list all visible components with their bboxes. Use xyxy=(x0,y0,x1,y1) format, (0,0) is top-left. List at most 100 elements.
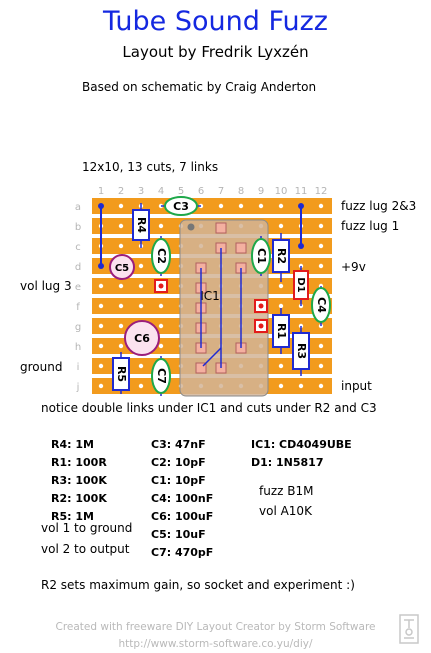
footer-url[interactable]: http://www.storm-software.co.yu/diy/ xyxy=(118,638,313,650)
strip-hole xyxy=(118,303,124,309)
notice-text: notice double links under IC1 and cuts u… xyxy=(41,401,377,415)
c3-label: C3 xyxy=(173,200,189,213)
capacitor-c4: C4 xyxy=(311,286,331,326)
capacitor-c3: C3 xyxy=(161,196,201,216)
strip-hole xyxy=(318,223,324,229)
col-label: 5 xyxy=(178,186,184,197)
strip-hole xyxy=(98,303,104,309)
row-label: d xyxy=(75,262,81,273)
part-item: C2: 10pF xyxy=(151,456,206,469)
strip-hole xyxy=(98,343,104,349)
c4-label: C4 xyxy=(315,297,328,313)
part-item: R4: 1M xyxy=(51,438,94,451)
strip-hole xyxy=(278,383,284,389)
label-input: input xyxy=(341,379,372,393)
strip-hole xyxy=(158,303,164,309)
strip-hole xyxy=(118,283,124,289)
capacitor-c6: C6 xyxy=(124,320,160,356)
part-item: fuzz B1M xyxy=(259,484,314,498)
board-info: 12x10, 13 cuts, 7 links xyxy=(82,160,219,174)
strip-hole xyxy=(158,343,164,349)
label-plus9v: +9v xyxy=(341,260,366,274)
volume-notes: vol 1 to ground vol 2 to output xyxy=(41,518,132,560)
pot-list: fuzz B1M vol A10K xyxy=(259,481,313,521)
semiconductor-list: IC1: CD4049UBE D1: 1N5817 xyxy=(251,436,352,472)
strip-hole xyxy=(118,203,124,209)
col-label: 4 xyxy=(158,186,164,197)
part-item: C1: 10pF xyxy=(151,474,206,487)
strip-hole xyxy=(318,243,324,249)
capacitor-c5: C5 xyxy=(109,254,135,280)
label-fuzz-lug-23: fuzz lug 2&3 xyxy=(341,199,417,213)
strip-hole xyxy=(98,383,104,389)
strip-hole xyxy=(138,303,144,309)
credit-text: Based on schematic by Craig Anderton xyxy=(82,80,317,94)
strip-hole xyxy=(278,303,284,309)
capacitor-c2: C2 xyxy=(151,236,171,276)
d1-label: D1 xyxy=(295,277,306,292)
label-ground: ground xyxy=(20,360,63,374)
c5-label: C5 xyxy=(115,263,129,274)
strip-hole xyxy=(218,203,224,209)
strip-hole xyxy=(98,283,104,289)
row-label: c xyxy=(75,242,81,253)
row-label: e xyxy=(75,282,81,293)
strip-hole xyxy=(158,223,164,229)
col-label: 9 xyxy=(258,186,264,197)
strip-hole xyxy=(318,383,324,389)
col-label: 6 xyxy=(198,186,204,197)
gain-note: R2 sets maximum gain, so socket and expe… xyxy=(41,578,355,592)
row-label: g xyxy=(75,322,81,333)
c1-label: C1 xyxy=(255,248,268,264)
page-subtitle: Layout by Fredrik Lyxzén xyxy=(122,43,309,61)
strip-hole xyxy=(118,223,124,229)
capacitor-list: C3: 47nF C2: 10pF C1: 10pF C4: 100nF C6:… xyxy=(151,436,213,562)
part-item: D1: 1N5817 xyxy=(251,456,324,469)
diy-logo-icon xyxy=(399,614,419,644)
strip-hole xyxy=(258,203,264,209)
label-vol-lug-3: vol lug 3 xyxy=(20,279,72,293)
part-item: vol A10K xyxy=(259,504,312,518)
r1-label: R1 xyxy=(275,323,288,339)
row-label: a xyxy=(75,202,81,213)
wire-link-ends xyxy=(98,203,304,269)
cut-dots xyxy=(158,283,264,329)
row-label: h xyxy=(75,342,81,353)
ic1-pin1-marker xyxy=(187,223,195,231)
strip-hole xyxy=(138,263,144,269)
col-label: 7 xyxy=(218,186,224,197)
footer-line1: Created with freeware DIY Layout Creator… xyxy=(55,621,376,633)
r5-label: R5 xyxy=(115,366,128,382)
strip-hole xyxy=(238,203,244,209)
part-item: C5: 10uF xyxy=(151,528,206,541)
volume-note: vol 1 to ground xyxy=(41,521,133,535)
volume-note: vol 2 to output xyxy=(41,542,130,556)
resistor-r3: R3 xyxy=(292,326,310,376)
part-item: R2: 100K xyxy=(51,492,107,505)
r3-label: R3 xyxy=(295,343,308,359)
strip-hole xyxy=(138,383,144,389)
ic1-label: IC1 xyxy=(200,289,220,303)
part-item: C4: 100nF xyxy=(151,492,214,505)
strip-hole xyxy=(138,363,144,369)
strip-hole xyxy=(138,283,144,289)
part-item: R5: 1M xyxy=(51,510,94,523)
ic-links xyxy=(200,248,242,368)
part-item: R1: 100R xyxy=(51,456,107,469)
c2-label: C2 xyxy=(155,248,168,264)
col-label: 12 xyxy=(315,186,328,197)
strip-hole xyxy=(118,343,124,349)
col-label: 8 xyxy=(238,186,244,197)
r2-label: R2 xyxy=(275,248,288,264)
row-label: i xyxy=(77,362,80,373)
strip-hole xyxy=(278,283,284,289)
part-item: C7: 470pF xyxy=(151,546,214,559)
wire-links xyxy=(100,206,302,266)
strip-hole xyxy=(318,363,324,369)
strip-hole xyxy=(98,363,104,369)
strip-hole xyxy=(98,323,104,329)
stripboard-diagram: 1 2 3 4 5 6 7 8 9 10 11 12 a b c d e f g… xyxy=(75,186,332,397)
strip-hole xyxy=(118,323,124,329)
part-item: C3: 47nF xyxy=(151,438,206,451)
diode-d1: D1 xyxy=(293,266,309,306)
